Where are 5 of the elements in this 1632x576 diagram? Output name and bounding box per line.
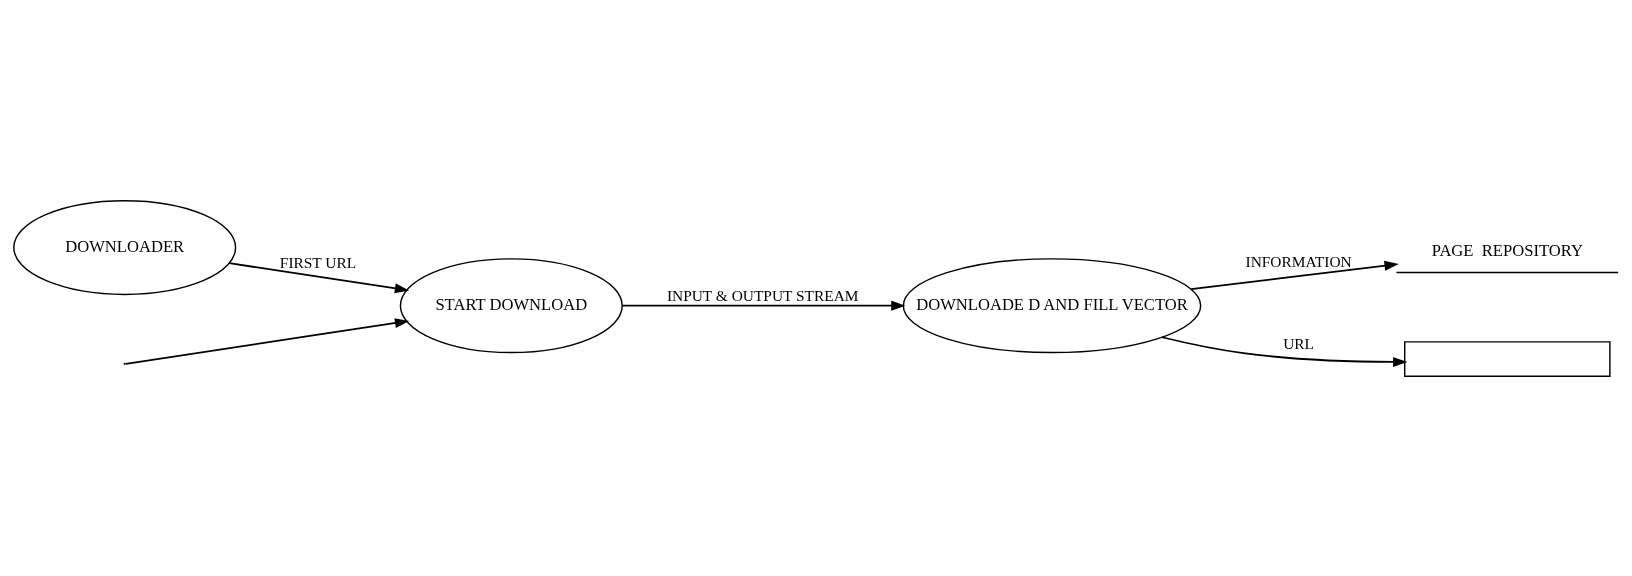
edge-label: URL: [1283, 334, 1314, 352]
edge-label: INFORMATION: [1245, 252, 1352, 270]
edge-label: INPUT & OUTPUT STREAM: [666, 286, 859, 304]
edge-label: FIRST URL: [279, 253, 357, 271]
node-text: PAGE REPOSITORY: [1431, 240, 1583, 260]
